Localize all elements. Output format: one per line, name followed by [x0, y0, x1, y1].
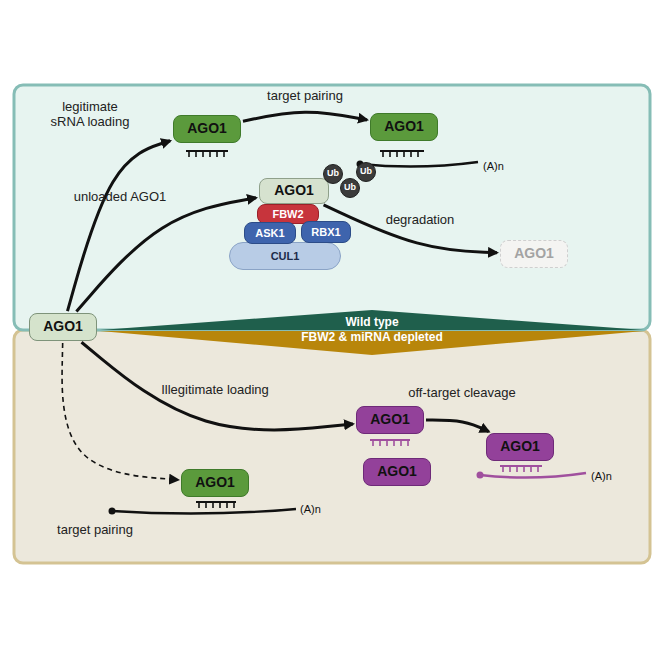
- ubiquitin-circle: Ub: [340, 178, 360, 198]
- protein-box: AGO1: [486, 433, 554, 461]
- process-arrow: [67, 141, 170, 311]
- base-pair: [509, 466, 511, 472]
- node-text: Ub: [327, 169, 339, 179]
- base-pair: [216, 151, 218, 157]
- arrow-label: off-target cleavage: [397, 386, 527, 401]
- node-text: ASK1: [255, 227, 284, 239]
- base-pair: [523, 466, 525, 472]
- arrow-label: target pairing: [40, 523, 150, 538]
- base-pair: [198, 502, 200, 508]
- base-pair: [403, 151, 405, 157]
- process-arrow: [243, 112, 367, 121]
- mrna-strand: [360, 162, 478, 167]
- mrna-strand: [480, 473, 586, 478]
- condition-banner: Wild type: [100, 310, 644, 330]
- polya-tail-label: (A)n: [483, 160, 504, 172]
- base-pair: [389, 151, 391, 157]
- mrna-cap: [477, 472, 484, 479]
- base-pair: [188, 151, 190, 157]
- srna-strand: [500, 465, 542, 467]
- arrow-label: unloaded AGO1: [65, 190, 175, 205]
- node-text: FBW2: [272, 208, 303, 220]
- node-text: AGO1: [274, 183, 314, 198]
- node-text: Ub: [344, 183, 356, 193]
- base-pair: [396, 151, 398, 157]
- protein-box: AGO1: [363, 458, 431, 486]
- protein-box: AGO1: [356, 406, 424, 434]
- base-pair: [202, 151, 204, 157]
- protein-box: AGO1: [500, 240, 568, 268]
- base-pair: [502, 466, 504, 472]
- node-text: AGO1: [43, 319, 83, 334]
- node-text: AGO1: [187, 121, 227, 136]
- node-text: RBX1: [311, 226, 340, 238]
- mrna-strand: [112, 509, 296, 514]
- node-text: FBW2 & miRNA depleted: [301, 331, 443, 344]
- node-text: AGO1: [370, 412, 410, 427]
- node-text: Wild type: [345, 316, 398, 330]
- ubiquitin-circle: Ub: [356, 162, 376, 182]
- mrna-cap: [109, 508, 116, 515]
- arrow-label: Illegitimate loading: [145, 383, 285, 398]
- node-text: Ub: [360, 167, 372, 177]
- base-pair: [407, 440, 409, 446]
- base-pair: [400, 440, 402, 446]
- base-pair: [226, 502, 228, 508]
- banner-triangle: [100, 331, 644, 355]
- process-arrow: [426, 420, 489, 432]
- base-pair: [205, 502, 207, 508]
- protein-box: AGO1: [370, 113, 438, 141]
- protein-box: AGO1: [259, 178, 329, 204]
- base-pair: [382, 151, 384, 157]
- base-pair: [379, 440, 381, 446]
- srna-strand: [370, 439, 410, 441]
- protein-box: AGO1: [29, 313, 97, 341]
- base-pair: [372, 440, 374, 446]
- srna-strand: [196, 501, 236, 503]
- mutant-panel: [14, 330, 650, 563]
- base-pair: [516, 466, 518, 472]
- protein-box: AGO1: [173, 115, 241, 143]
- arrow-label: degradation: [370, 213, 470, 228]
- base-pair: [386, 440, 388, 446]
- process-arrow: [62, 343, 178, 480]
- base-pair: [219, 502, 221, 508]
- banner-triangle: [100, 310, 644, 330]
- base-pair: [233, 502, 235, 508]
- base-pair: [209, 151, 211, 157]
- node-text: AGO1: [377, 464, 417, 479]
- arrow-label: target pairing: [250, 89, 360, 104]
- ubiquitin-circle: Ub: [323, 164, 343, 184]
- process-arrow: [82, 342, 354, 430]
- base-pair: [530, 466, 532, 472]
- base-pair: [410, 151, 412, 157]
- condition-banner: FBW2 & miRNA depleted: [100, 331, 644, 355]
- node-text: AGO1: [514, 246, 554, 261]
- polya-tail-label: (A)n: [591, 470, 612, 482]
- protein-box: ASK1: [244, 222, 296, 244]
- node-text: CUL1: [271, 250, 300, 262]
- node-text: AGO1: [384, 119, 424, 134]
- arrow-label: legitimate sRNA loading: [45, 100, 135, 130]
- polya-tail-label: (A)n: [300, 503, 321, 515]
- protein-box: CUL1: [229, 242, 341, 270]
- protein-box: AGO1: [181, 469, 249, 497]
- srna-strand: [186, 150, 228, 152]
- base-pair: [223, 151, 225, 157]
- node-text: AGO1: [500, 439, 540, 454]
- base-pair: [195, 151, 197, 157]
- protein-box: RBX1: [301, 221, 351, 243]
- base-pair: [393, 440, 395, 446]
- base-pair: [537, 466, 539, 472]
- base-pair: [212, 502, 214, 508]
- wild-type-panel: [14, 85, 650, 330]
- base-pair: [417, 151, 419, 157]
- node-text: AGO1: [195, 475, 235, 490]
